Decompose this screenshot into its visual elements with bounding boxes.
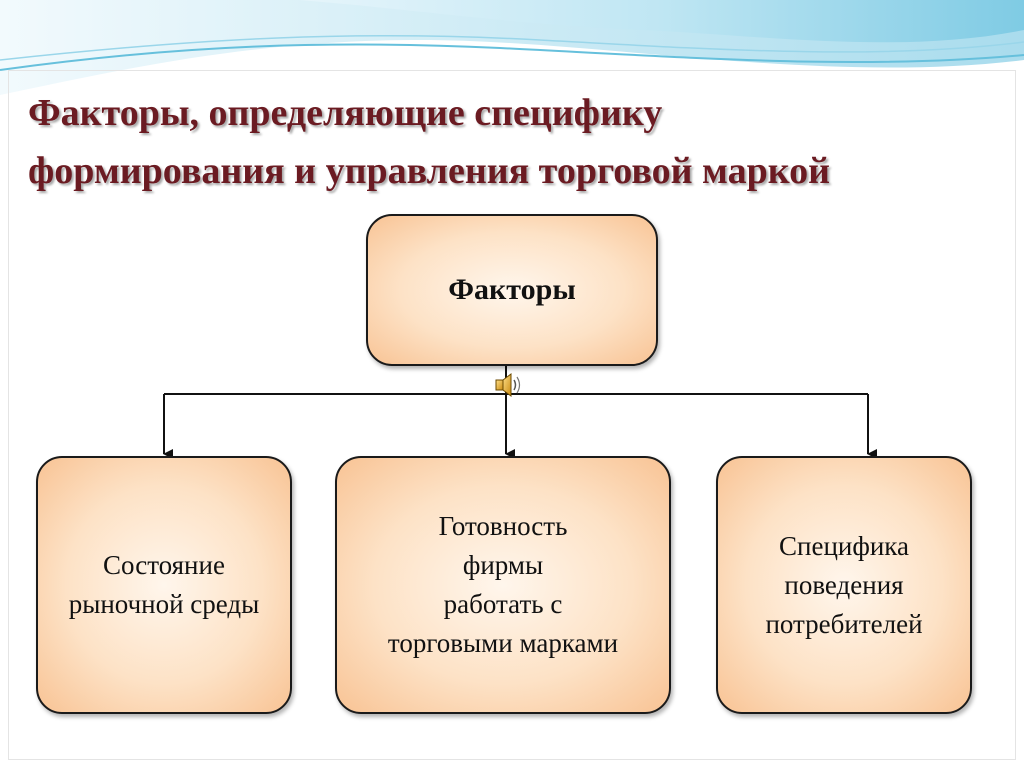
node-3-line-1: Специфика bbox=[779, 530, 909, 561]
slide-frame bbox=[8, 70, 1016, 760]
node-2-line-3: работать с bbox=[443, 589, 563, 619]
node-2-line-1: Готовность bbox=[438, 511, 568, 541]
slide-title: Факторы, определяющие специфику формиров… bbox=[28, 84, 1008, 200]
root-node-factors: Факторы bbox=[366, 214, 658, 366]
node-1-line-2: рыночной среды bbox=[68, 589, 260, 619]
child-node-consumer-behavior: Специфика поведения потребителей bbox=[716, 456, 972, 714]
root-node-label: Факторы bbox=[448, 273, 576, 306]
node-2-line-2: фирмы bbox=[462, 550, 544, 580]
decorative-wave-header bbox=[0, 0, 1024, 95]
child-node-firm-readiness: Готовность фирмы работать с торговыми ма… bbox=[335, 456, 671, 714]
title-line-1: Факторы, определяющие специфику bbox=[28, 92, 663, 134]
child-node-market-environment: Состояние рыночной среды bbox=[36, 456, 292, 714]
speaker-icon[interactable] bbox=[492, 369, 524, 401]
node-2-line-4: торговыми марками bbox=[387, 628, 619, 658]
node-3-line-2: поведения bbox=[784, 569, 904, 600]
title-line-2: формирования и управления торговой марко… bbox=[28, 150, 831, 192]
node-3-line-3: потребителей bbox=[765, 608, 923, 639]
node-1-line-1: Состояние bbox=[103, 550, 225, 580]
